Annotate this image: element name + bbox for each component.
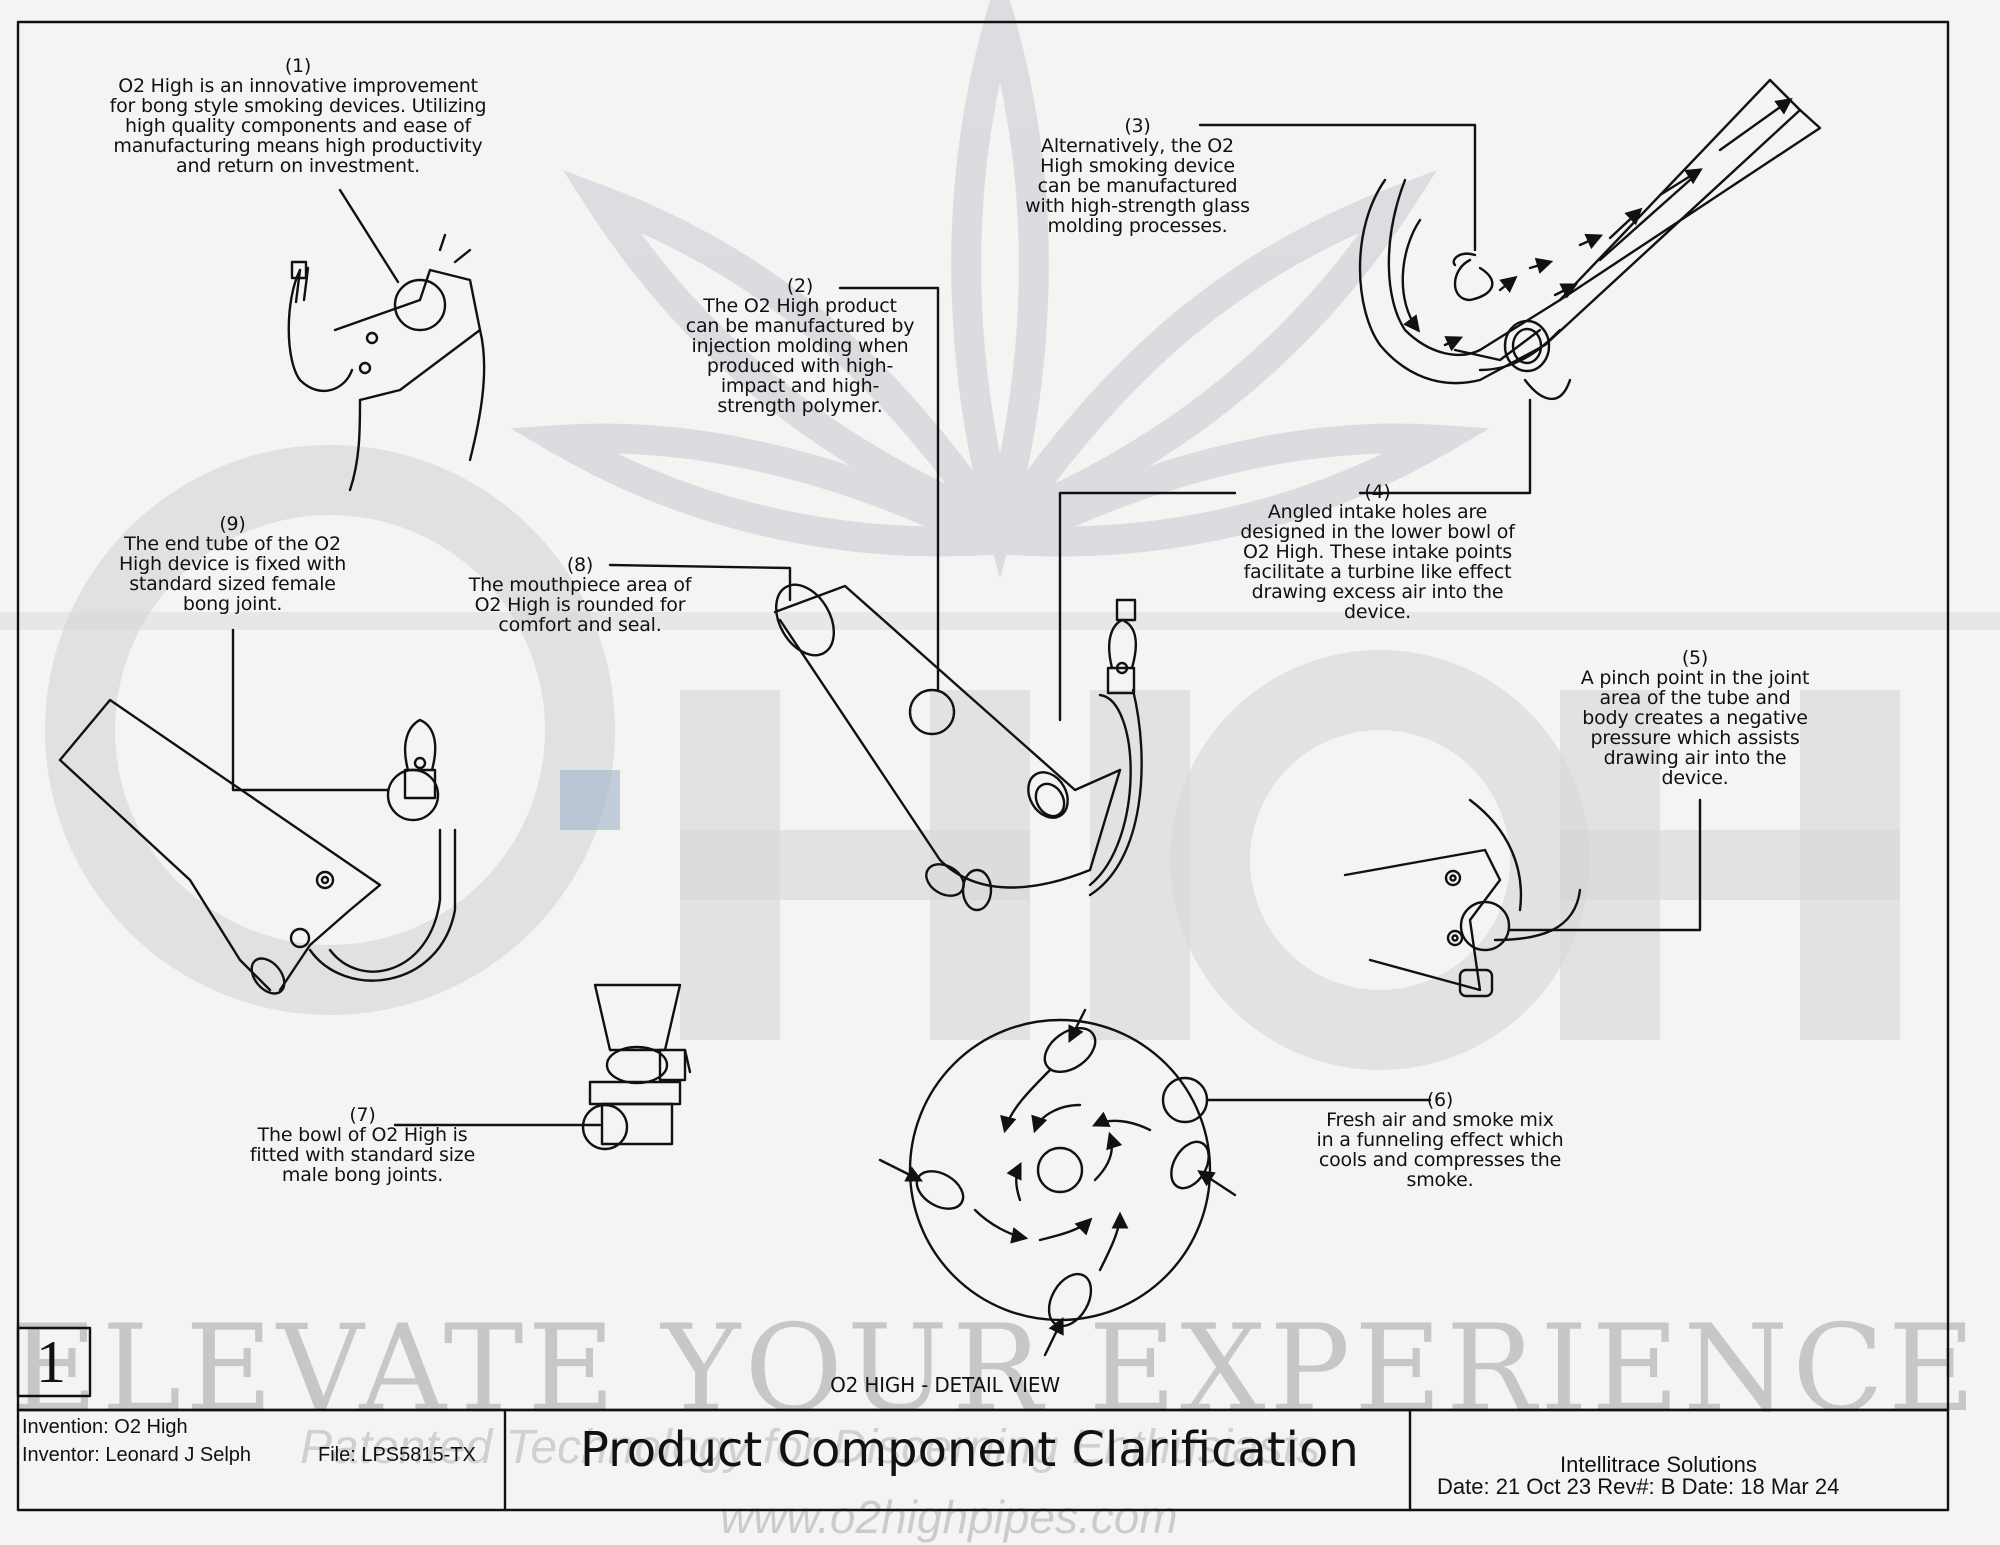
left-device-drawing bbox=[58, 698, 457, 995]
hand-holding-device-sketch bbox=[287, 233, 486, 492]
callout-3: (3) Alternatively, the O2 High smoking d… bbox=[1025, 116, 1250, 236]
leader-4 bbox=[1358, 398, 1532, 495]
callout-9-text: The end tube of the O2 High device is fi… bbox=[118, 533, 347, 615]
callout-3-text: Alternatively, the O2 High smoking devic… bbox=[1025, 135, 1250, 237]
callout-6: (6) Fresh air and smoke mix in a funneli… bbox=[1315, 1090, 1565, 1190]
pinch-point-drawing bbox=[1343, 798, 1582, 998]
detail-view-label: O2 HIGH - DETAIL VIEW bbox=[830, 1373, 1060, 1397]
callout-8-number: (8) bbox=[566, 554, 594, 576]
callout-3-number: (3) bbox=[1124, 115, 1151, 137]
callout-2-number: (2) bbox=[786, 275, 814, 297]
invention-name: Invention: O2 High bbox=[22, 1416, 188, 1438]
callout-5-number: (5) bbox=[1681, 647, 1709, 669]
company-name: Intellitrace Solutions bbox=[1560, 1452, 1757, 1477]
callout-2-text: The O2 High product can be manufactured … bbox=[685, 295, 915, 417]
leader-8 bbox=[608, 563, 792, 602]
central-device-drawing bbox=[773, 583, 1143, 912]
detail-view-circle bbox=[878, 1008, 1237, 1357]
callout-9-number: (9) bbox=[219, 513, 246, 535]
watermark-url: www.o2highpipes.com bbox=[720, 1491, 1178, 1543]
drawing-title: Product Component Clarification bbox=[580, 1422, 1359, 1478]
leader-5 bbox=[1508, 798, 1702, 932]
watermark-subtag: Patented Technology for Discerning Enthu… bbox=[300, 1421, 1321, 1474]
callout-9: (9) The end tube of the O2 High device i… bbox=[110, 514, 355, 614]
revision-dates: Date: 21 Oct 23 Rev#: B Date: 18 Mar 24 bbox=[1437, 1474, 1840, 1499]
callout-7-number: (7) bbox=[349, 1104, 376, 1126]
callout-4-number: (4) bbox=[1364, 481, 1391, 503]
airflow-diagram bbox=[1358, 78, 1822, 401]
sheet-number: 1 bbox=[36, 1329, 66, 1395]
callout-1-number: (1) bbox=[284, 55, 312, 77]
callout-1-text: O2 High is an innovative improvement for… bbox=[109, 75, 487, 177]
file-number: File: LPS5815-TX bbox=[318, 1444, 476, 1466]
callout-5: (5) A pinch point in the joint area of t… bbox=[1580, 648, 1810, 788]
bowl-drawing bbox=[581, 983, 692, 1151]
leader-4b bbox=[1058, 491, 1237, 722]
callout-4-text: Angled intake holes are designed in the … bbox=[1240, 501, 1515, 623]
callout-6-text: Fresh air and smoke mix in a funneling e… bbox=[1316, 1109, 1564, 1191]
callout-2: (2) The O2 High product can be manufactu… bbox=[685, 276, 915, 416]
leader-9 bbox=[231, 628, 390, 792]
title-block-frame bbox=[16, 1326, 1950, 1512]
callout-7-text: The bowl of O2 High is fitted with stand… bbox=[249, 1124, 476, 1186]
leaf-watermark-icon bbox=[510, 0, 1490, 580]
inventor-name: Inventor: Leonard J Selph bbox=[22, 1444, 252, 1466]
callout-8-text: The mouthpiece area of O2 High is rounde… bbox=[468, 574, 692, 636]
leader-2 bbox=[838, 286, 940, 692]
leader-3 bbox=[1198, 123, 1477, 252]
logo-watermark-icon bbox=[0, 445, 2000, 1070]
callout-6-number: (6) bbox=[1426, 1089, 1454, 1111]
callout-7: (7) The bowl of O2 High is fitted with s… bbox=[235, 1105, 490, 1185]
watermark-tagline: ELEVATE YOUR EXPERIENCE bbox=[10, 1300, 1980, 1439]
callout-4: (4) Angled intake holes are designed in … bbox=[1235, 482, 1520, 622]
callout-8: (8) The mouthpiece area of O2 High is ro… bbox=[465, 555, 695, 635]
callout-5-text: A pinch point in the joint area of the t… bbox=[1580, 667, 1810, 789]
callout-1: (1) O2 High is an innovative improvement… bbox=[108, 56, 488, 176]
leader-1 bbox=[338, 188, 400, 284]
